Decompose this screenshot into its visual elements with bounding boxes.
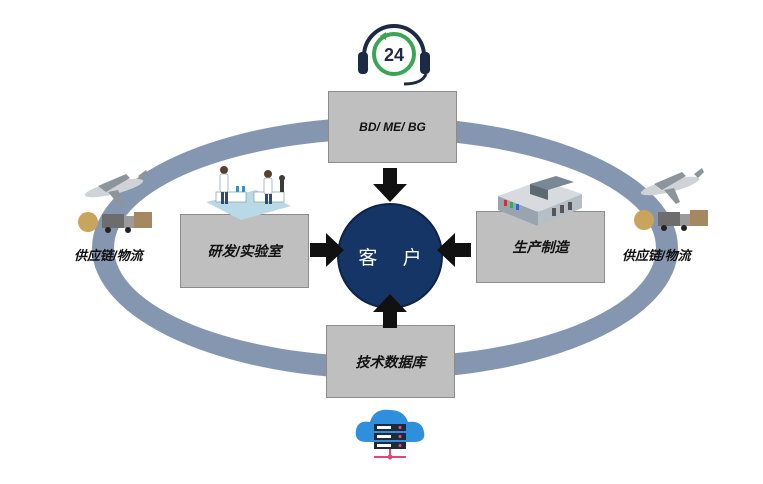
- supply-chain-label-left: 供应链/物流: [74, 248, 143, 263]
- support-24-text: 24: [384, 45, 404, 65]
- manufacturing-label: 生产制造: [512, 239, 569, 255]
- bd-me-bg-label: BD/ ME/ BG: [359, 120, 426, 134]
- arrow-down-icon: [373, 168, 407, 202]
- supply-chain-label-right: 供应链/物流: [622, 248, 691, 263]
- tech-database-box: 技术数据库: [326, 325, 455, 398]
- cloud-server-database-icon: [355, 409, 425, 460]
- arrow-up-icon: [373, 294, 407, 328]
- customer-circle: 客 户: [337, 203, 443, 309]
- manufacturing-box: 生产制造: [476, 211, 605, 283]
- 24-hour-support-headset-icon: 24: [358, 24, 430, 86]
- factory-building-icon: [498, 176, 582, 226]
- rd-lab-label: 研发/实验室: [207, 243, 282, 259]
- bd-me-bg-box: BD/ ME/ BG: [328, 91, 457, 163]
- arrow-left-icon: [437, 233, 471, 267]
- arrow-right-icon: [310, 233, 344, 267]
- customer-label: 客 户: [358, 247, 432, 269]
- tech-database-label: 技术数据库: [355, 353, 426, 370]
- cargo-plane-logistics-icon: [78, 170, 152, 233]
- rd-lab-box: 研发/实验室: [180, 214, 309, 288]
- cargo-plane-logistics-icon: [634, 168, 708, 231]
- laboratory-icon: [206, 166, 291, 220]
